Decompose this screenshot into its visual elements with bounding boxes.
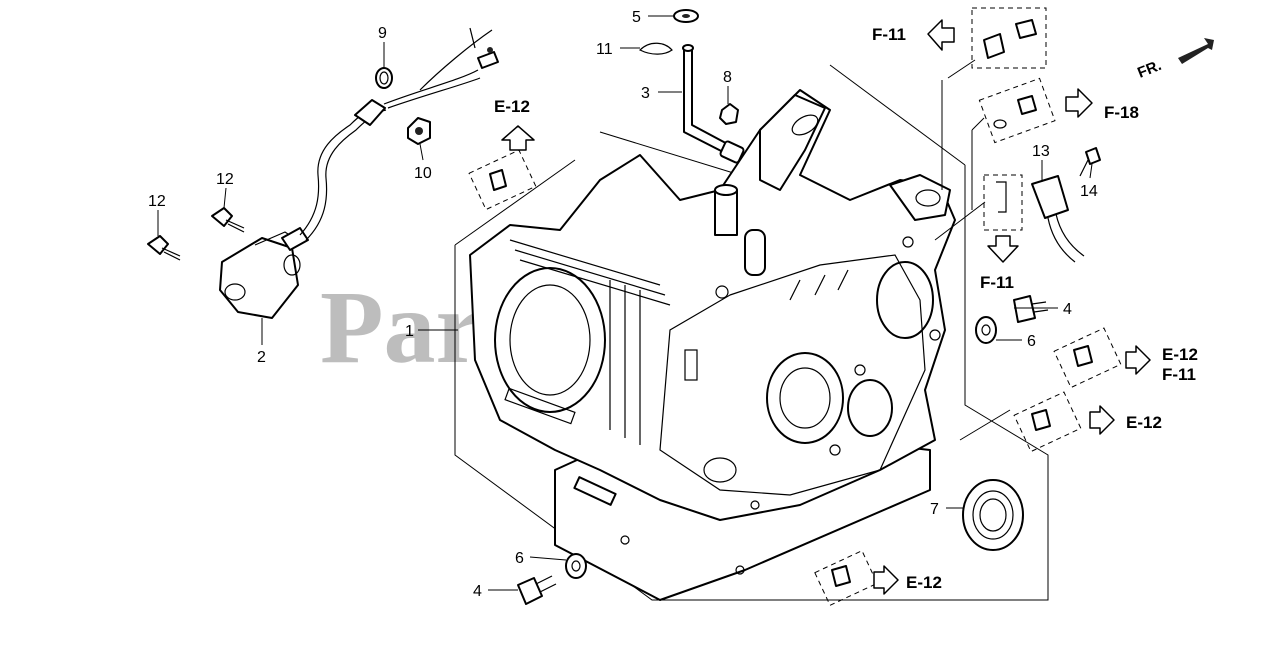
oil-seal-7[interactable]: [962, 479, 1024, 551]
section-references: E-12 F-11 F-18 F-11 E-12 F-11 E-12 E-12 …: [494, 25, 1198, 592]
ignition-coil-13[interactable]: [1031, 175, 1085, 263]
leader-lines: [157, 15, 1093, 591]
assembly-frame-lines: [454, 64, 1049, 601]
callout-12a[interactable]: 12: [148, 193, 166, 210]
callout-12b[interactable]: 12: [216, 171, 234, 188]
nut-10[interactable]: [407, 117, 431, 145]
arrow-f11-top: [927, 19, 955, 51]
reference-box-e12-top: [468, 149, 537, 211]
callout-4-bottom[interactable]: 4: [473, 583, 482, 600]
bolt-4-bottom[interactable]: [517, 575, 557, 605]
front-direction-arrow: [1178, 38, 1214, 64]
ref-e12-top[interactable]: E-12: [494, 97, 530, 116]
oil-level-switch[interactable]: [219, 227, 309, 319]
arrow-f18: [1065, 88, 1093, 118]
callout-13[interactable]: 13: [1032, 143, 1050, 160]
callout-5[interactable]: 5: [632, 9, 641, 26]
ref-f18[interactable]: F-18: [1104, 103, 1139, 122]
bolt-4-right[interactable]: [1013, 295, 1049, 323]
reference-box-e12-right: [1053, 327, 1122, 389]
ref-f11-right[interactable]: F-11: [1162, 365, 1196, 384]
callout-10[interactable]: 10: [414, 165, 432, 182]
breather-pipe-3[interactable]: [682, 44, 745, 164]
bolt-12b[interactable]: [211, 207, 245, 233]
arrow-e12-top: [501, 125, 535, 151]
callout-2[interactable]: 2: [257, 349, 266, 366]
callout-numbers: 1 2 3 4 4 5 6 6 7 8 9 10 11 12 12 13 14: [148, 9, 1098, 600]
bolt-14[interactable]: [1079, 147, 1101, 177]
callout-7[interactable]: 7: [930, 501, 939, 518]
callout-11[interactable]: 11: [596, 41, 613, 58]
callout-4-right[interactable]: 4: [1063, 301, 1072, 318]
o-ring-9[interactable]: [375, 67, 393, 89]
ref-f11-mid[interactable]: F-11: [980, 273, 1014, 292]
ref-e12-right[interactable]: E-12: [1162, 345, 1198, 364]
callout-6-bottom[interactable]: 6: [515, 550, 524, 567]
ref-f11-top[interactable]: F-11: [872, 25, 906, 44]
washer-6-right[interactable]: [975, 316, 997, 344]
bolt-12a[interactable]: [147, 235, 181, 261]
arrow-f11-mid: [987, 235, 1019, 263]
clip-11[interactable]: [638, 42, 673, 55]
arrow-e12-right: [1125, 345, 1151, 375]
wire-harness: [299, 27, 499, 241]
callout-9[interactable]: 9: [378, 25, 387, 42]
reference-box-f11-top: [971, 7, 1047, 69]
washer-5[interactable]: [673, 9, 699, 23]
ref-e12-lower[interactable]: E-12: [1126, 413, 1162, 432]
washer-6-bottom[interactable]: [565, 553, 587, 579]
arrow-e12-bottom: [873, 565, 899, 595]
ref-e12-bottom[interactable]: E-12: [906, 573, 942, 592]
callout-3[interactable]: 3: [641, 85, 650, 102]
nut-8[interactable]: [719, 103, 739, 125]
reference-box-e12-bottom: [814, 550, 878, 606]
reference-box-f11-mid: [983, 174, 1023, 231]
reference-box-f18: [978, 77, 1056, 144]
callout-8[interactable]: 8: [723, 69, 732, 86]
crankcase[interactable]: [469, 89, 956, 601]
callout-14[interactable]: 14: [1080, 183, 1098, 200]
arrow-e12-lower: [1089, 405, 1115, 435]
reference-box-e12-lower: [1013, 391, 1082, 453]
callout-6-right[interactable]: 6: [1027, 333, 1036, 350]
front-label: FR.: [1135, 57, 1164, 82]
callout-1[interactable]: 1: [405, 323, 414, 340]
